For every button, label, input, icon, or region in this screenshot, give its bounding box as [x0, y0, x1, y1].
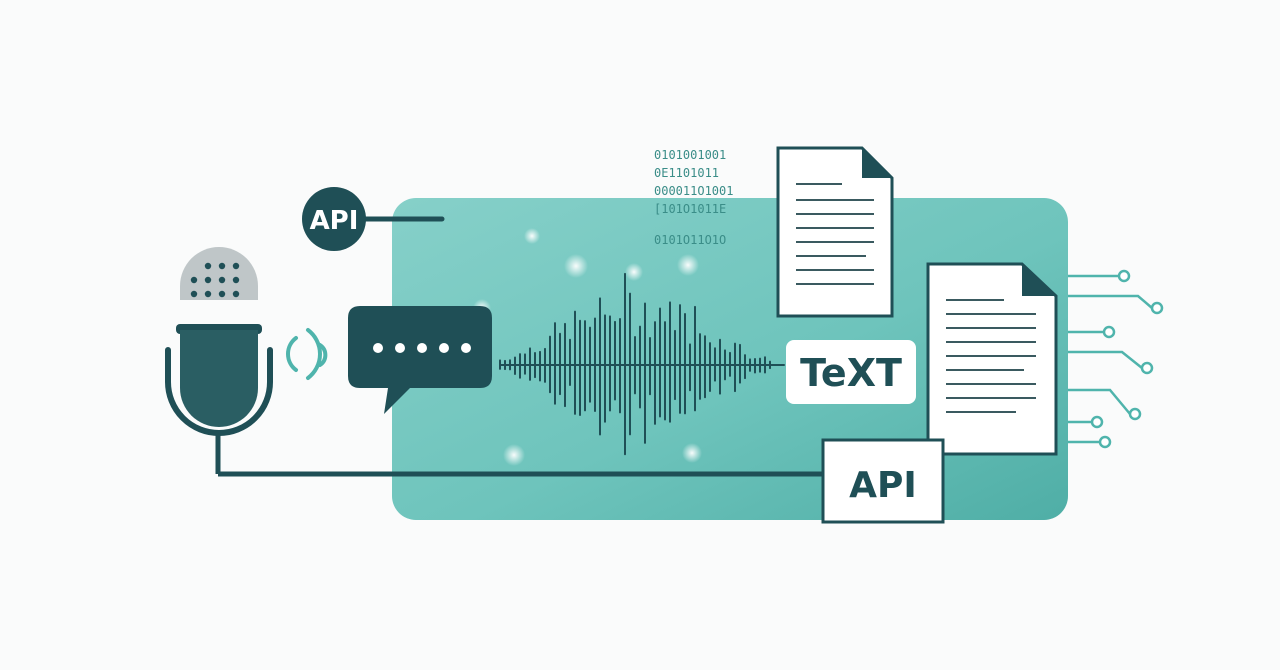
circuit-nodes: [1090, 269, 1164, 449]
api-bottom-box: API: [821, 438, 945, 524]
api-top-badge: API: [302, 187, 445, 251]
audio-waveform: [499, 272, 785, 456]
binary-line-2: 0E1101011: [654, 166, 719, 180]
binary-line-5: 0101O11O1O: [654, 233, 726, 247]
binary-line-3: 000011O1001: [654, 184, 733, 198]
chat-bubble-icon: [348, 306, 492, 414]
text-badge-label: TeXT: [800, 351, 902, 395]
api-bottom-label: API: [849, 465, 917, 506]
api-top-label: API: [310, 206, 359, 236]
text-badge: TeXT: [786, 340, 916, 404]
binary-line-4: [101O1011E: [654, 202, 726, 216]
document-back-icon: [776, 146, 894, 318]
binary-line-1: 0101001001: [654, 148, 726, 162]
binary-code-block: 0101001001 0E1101011 000011O1001 [101O10…: [654, 148, 733, 247]
document-front-icon: [926, 262, 1058, 456]
circuit-lines: [1068, 274, 1153, 444]
sound-waves-icon: [286, 328, 328, 380]
microphone-icon: [165, 247, 824, 477]
